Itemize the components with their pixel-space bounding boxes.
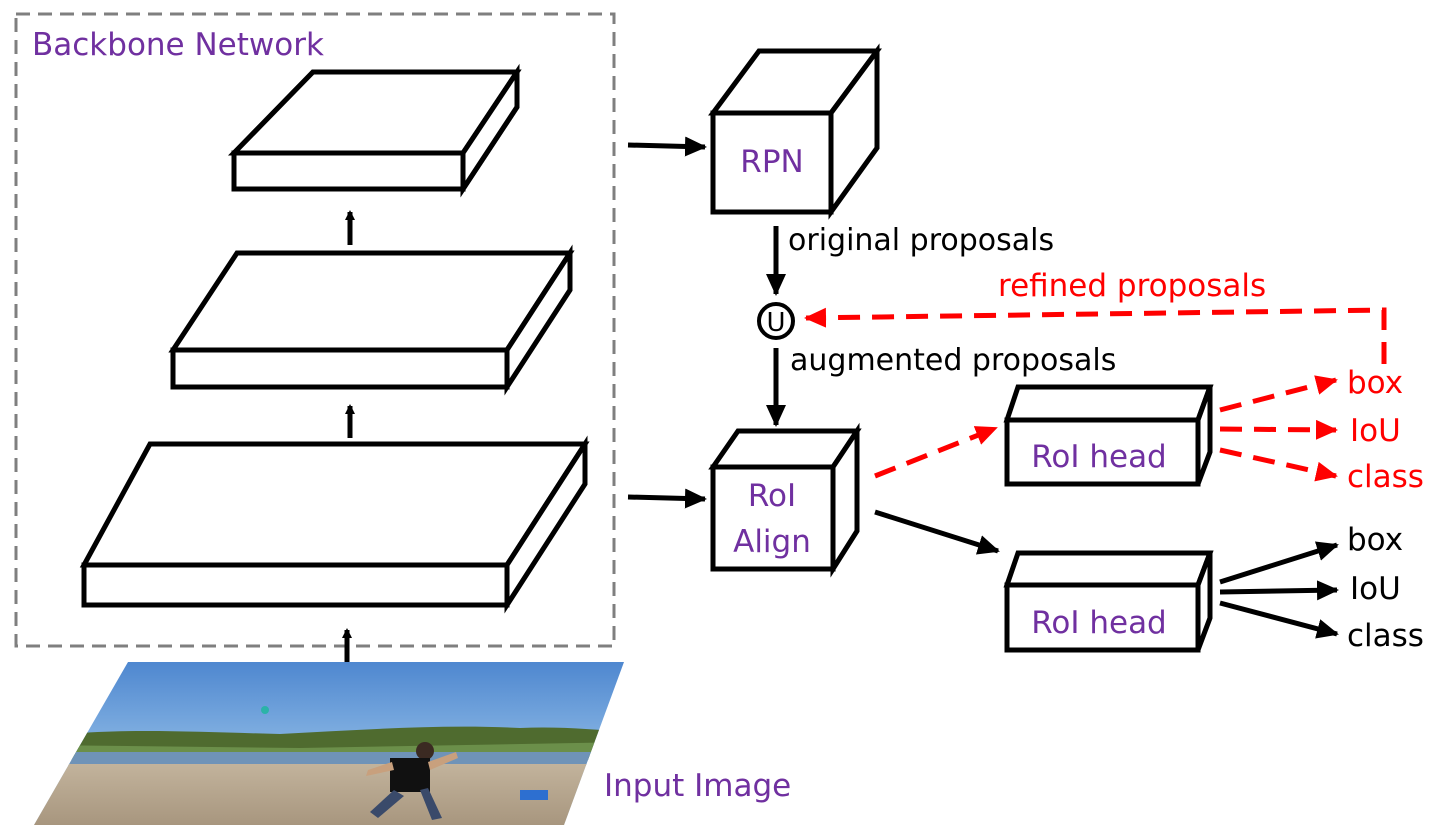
- roi-align-label-line1: RoI: [748, 478, 796, 514]
- roi-head-bottom: RoI head: [1003, 550, 1214, 653]
- roi-head-bottom-label: RoI head: [1031, 605, 1167, 641]
- bottom-output-box: box: [1347, 522, 1403, 558]
- refined-proposals-label: refined proposals: [998, 268, 1266, 304]
- backbone-network-label: Backbone Network: [32, 27, 324, 63]
- backbone-layer-top: [228, 63, 522, 198]
- augmented-proposals-label: augmented proposals: [790, 343, 1116, 378]
- backbone-network-container: Backbone Network: [14, 12, 616, 648]
- roi-head-top: RoI head: [1003, 384, 1214, 487]
- top-output-iou: IoU: [1350, 413, 1401, 449]
- arrow-roialign-to-head-top: [874, 425, 998, 479]
- arrow-bottom-head-to-class: [1219, 600, 1339, 639]
- roi-align-label-line2: Align: [733, 524, 811, 560]
- bottom-output-class: class: [1347, 618, 1424, 654]
- arrow-roialign-to-head-bottom: [874, 509, 1000, 555]
- rpn-label: RPN: [740, 144, 803, 180]
- arrow-backbone-to-rpn: [627, 136, 707, 157]
- union-symbol: U: [766, 308, 785, 338]
- arrow-top-head-to-class: [1219, 447, 1338, 482]
- backbone-layer-middle: [168, 244, 575, 396]
- arrow-top-head-to-iou: [1219, 419, 1338, 440]
- arrow-backbone-to-roialign: [627, 488, 707, 509]
- arrow-top-head-to-box: [1219, 375, 1338, 413]
- backbone-layer-bottom: [79, 435, 590, 614]
- person-silhouette: [366, 742, 458, 820]
- input-image-label: Input Image: [604, 768, 791, 804]
- roi-align-cube: RoI Align: [708, 422, 862, 578]
- input-image: [34, 662, 624, 825]
- rpn-cube: RPN: [708, 43, 882, 220]
- arrow-bottom-head-to-box: [1219, 541, 1339, 585]
- top-output-box: box: [1347, 365, 1403, 401]
- top-output-class: class: [1347, 459, 1424, 495]
- arrow-refined-feedback: [804, 307, 1387, 364]
- roi-head-top-label: RoI head: [1031, 439, 1167, 475]
- union-operator: U: [757, 302, 795, 340]
- bottom-output-iou: IoU: [1350, 571, 1401, 607]
- original-proposals-label: original proposals: [788, 223, 1054, 258]
- arrow-bottom-head-to-iou: [1219, 580, 1339, 601]
